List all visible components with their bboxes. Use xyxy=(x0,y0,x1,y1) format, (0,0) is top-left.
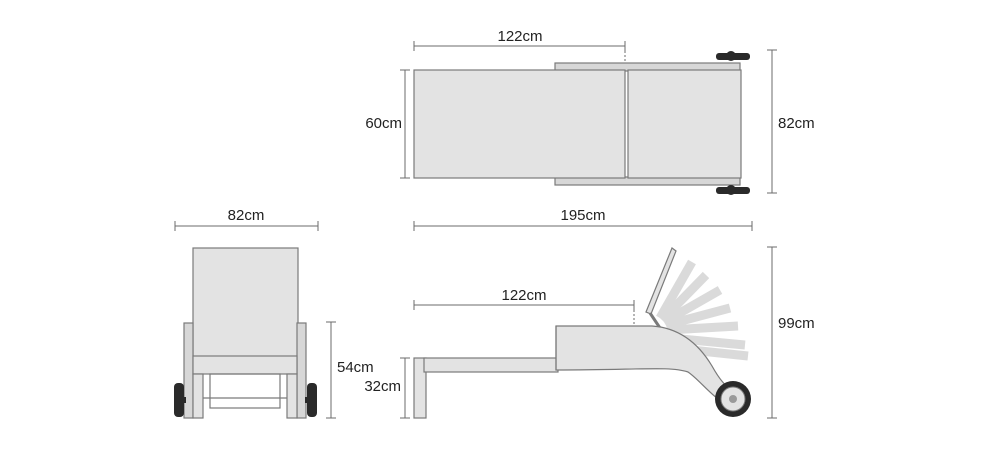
side-wheel xyxy=(715,381,751,417)
front-seat-body xyxy=(192,355,298,375)
top-wheel-lower xyxy=(716,185,750,195)
front-backrest xyxy=(192,247,299,359)
top-backrest-panel xyxy=(627,69,742,179)
top-width-dimension: 60cm xyxy=(365,69,410,179)
side-backrest xyxy=(645,247,677,315)
side-seat-length-label: 122cm xyxy=(501,287,546,304)
side-length-dimension: 195cm xyxy=(413,207,753,231)
top-wheel-upper xyxy=(716,51,750,61)
top-length-dimension: 122cm xyxy=(413,28,626,68)
top-overall-width-label: 82cm xyxy=(778,115,815,132)
side-front-leg xyxy=(413,357,427,419)
front-frame-right xyxy=(296,322,307,419)
side-seat-height-label: 32cm xyxy=(364,378,401,395)
front-width-label: 82cm xyxy=(228,207,265,224)
front-height-label: 54cm xyxy=(337,359,374,376)
side-height-label: 99cm xyxy=(778,315,815,332)
front-wheel-right xyxy=(305,383,317,417)
side-length-label: 195cm xyxy=(560,207,605,224)
side-height-dimension: 99cm xyxy=(767,246,815,419)
top-seat-panel xyxy=(413,69,626,179)
front-height-dimension: 54cm xyxy=(326,321,374,419)
front-width-dimension: 82cm xyxy=(174,207,319,231)
top-view: 122cm 60cm 82cm xyxy=(365,28,815,195)
side-seat-rail xyxy=(423,357,559,373)
front-inner-frame xyxy=(209,373,281,409)
front-leg-left xyxy=(192,373,204,419)
front-frame-left xyxy=(183,322,194,419)
front-leg-right xyxy=(286,373,298,419)
top-width-label: 60cm xyxy=(365,115,402,132)
side-seat-length-dimension: 122cm xyxy=(413,287,635,324)
front-wheel-left xyxy=(174,383,186,417)
side-seat-height-dimension: 32cm xyxy=(364,357,410,419)
top-overall-width-dimension: 82cm xyxy=(767,49,815,194)
top-length-label: 122cm xyxy=(497,28,542,45)
front-view: 82cm 54cm xyxy=(174,207,374,419)
side-view: 195cm 122cm 32cm 99cm xyxy=(364,207,815,419)
